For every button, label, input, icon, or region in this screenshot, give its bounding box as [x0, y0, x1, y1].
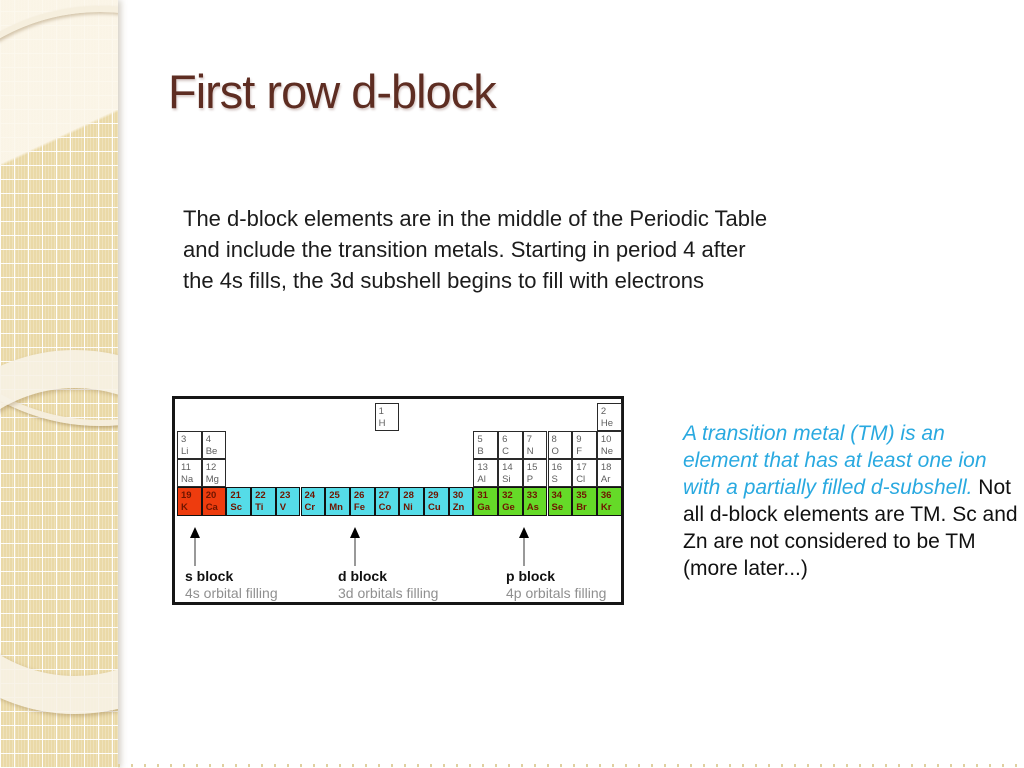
slide-title: First row d-block [168, 65, 497, 118]
bottom-dotted-border [118, 764, 1024, 767]
block-sublabel-s: 4s orbital filling [185, 585, 278, 601]
block-label-d: d block [338, 568, 388, 584]
block-sublabel-d: 3d orbitals filling [338, 585, 439, 601]
transition-metal-note: A transition metal (TM) is an element th… [683, 420, 1018, 582]
note-regular-part: Not all d-block elements are TM. Sc and … [683, 476, 1018, 580]
up-arrow-icon [189, 527, 201, 567]
block-sublabel-p: 4p orbitals filling [506, 585, 607, 601]
up-arrow-icon [518, 527, 530, 567]
decorative-ring-thick [0, 350, 118, 714]
block-label-p: p block [506, 568, 556, 584]
body-text: The d-block elements are in the middle o… [183, 206, 768, 293]
note-italic-part: A transition metal (TM) is an element th… [683, 422, 987, 499]
decorative-sidebar [0, 0, 118, 768]
up-arrow-icon [349, 527, 361, 567]
block-label-s: s block [185, 568, 234, 584]
